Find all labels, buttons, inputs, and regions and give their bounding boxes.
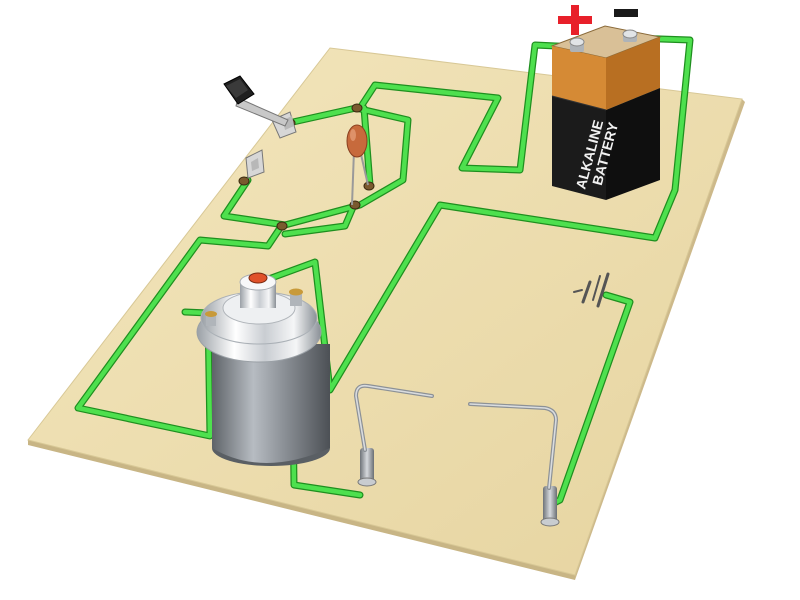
induction-coil (196, 272, 330, 466)
battery: ALKALINE BATTERY (550, 25, 662, 200)
electrode-left (353, 383, 434, 487)
terminal-post (238, 176, 250, 186)
coil-terminal (205, 311, 217, 326)
battery-schematic-symbol (573, 272, 610, 308)
polarity-symbols (558, 5, 638, 35)
spark-gap (353, 383, 560, 527)
key (223, 75, 289, 127)
battery-terminal-negative (622, 29, 638, 42)
capacitor (346, 124, 369, 206)
terminal-post (363, 181, 375, 191)
battery-terminal-positive (569, 37, 585, 52)
wires (74, 34, 694, 509)
terminal-post (351, 103, 363, 113)
plus-sign-icon (558, 5, 592, 35)
electrode-right (468, 402, 560, 527)
switch-contact (245, 149, 265, 179)
minus-sign-icon (614, 9, 638, 17)
terminal-post (276, 221, 288, 231)
coil-terminal (289, 288, 303, 306)
